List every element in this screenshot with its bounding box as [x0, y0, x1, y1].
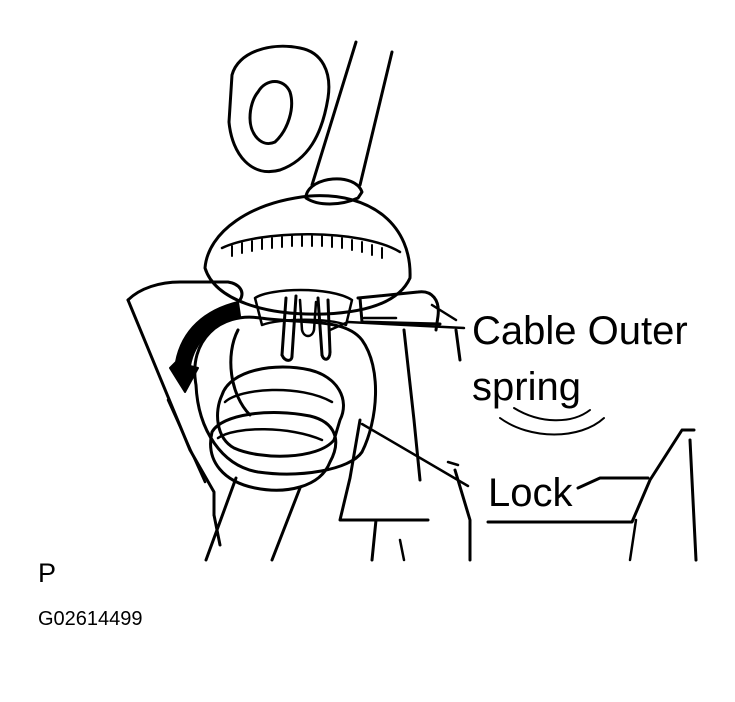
- label-lock: Lock: [488, 471, 573, 515]
- outer-boot: [203, 194, 412, 316]
- view-letter: P: [38, 558, 57, 588]
- curved-arrow-counterclockwise-icon: [169, 301, 241, 393]
- lower-cable: [204, 476, 302, 562]
- cable-outer-spring: [253, 288, 354, 362]
- leader-lines: [328, 320, 470, 488]
- bracket-housing: [126, 280, 698, 562]
- figure-code: G02614499: [38, 608, 143, 630]
- upper-cable: [310, 40, 394, 187]
- mounting-boss: [227, 44, 331, 173]
- cable-sleeve: [209, 365, 345, 492]
- label-spring: spring: [472, 365, 581, 409]
- lock-collar: [193, 315, 377, 476]
- leader-lock: [360, 422, 470, 488]
- leader-cable-outer-spring: [328, 320, 466, 332]
- label-cable-outer: Cable Outer: [472, 309, 688, 353]
- cable-collar: [304, 177, 364, 206]
